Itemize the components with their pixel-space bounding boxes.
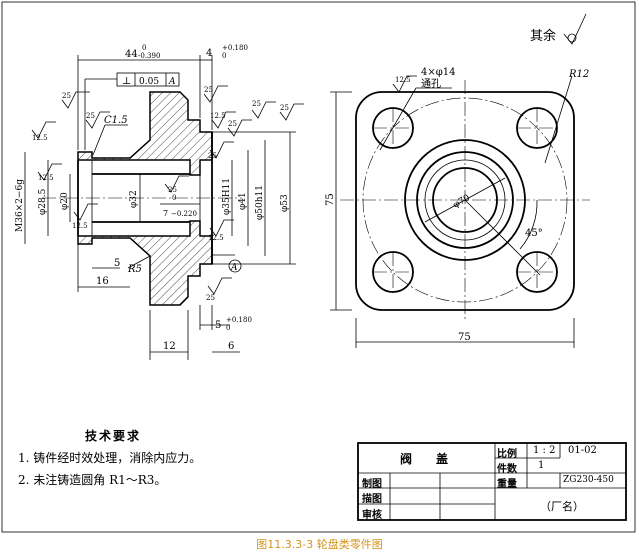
dim-7-tol-upper: 0 xyxy=(172,194,176,202)
rough-15: 12.5 xyxy=(395,76,411,84)
dim-12: 12 xyxy=(163,341,176,352)
drawing-number: 01-02 xyxy=(568,445,597,456)
dim-35h11: φ35H11 xyxy=(222,178,232,215)
roughness-note: 其余 xyxy=(530,13,587,45)
rough-7: 12.5 xyxy=(38,174,54,182)
rough-12: 12.5 xyxy=(208,234,224,242)
dim-chamfer: C1.5 xyxy=(104,115,128,126)
dim-32: φ32 xyxy=(129,190,139,208)
hub-bore xyxy=(432,167,498,233)
material: ZG230-450 xyxy=(563,475,614,485)
rough-4: 12.5 xyxy=(32,134,48,142)
dim-41: φ41 xyxy=(238,192,248,210)
qty-value: 1 xyxy=(538,460,545,471)
dim-70: φ70 xyxy=(452,193,473,211)
rough-11: 12.5 xyxy=(72,222,88,230)
rough-9: 25 xyxy=(280,104,289,112)
rough-1: 25 xyxy=(62,92,71,100)
figure-caption: 图11.3.3-3 轮盘类零件图 xyxy=(256,538,383,551)
note-item-2: 2. 未注铸造圆角 R1～R3。 xyxy=(18,473,167,487)
dim-44: 44 xyxy=(125,49,138,60)
dim-holes: 4×φ14 xyxy=(421,67,455,78)
drawn-label: 制图 xyxy=(362,479,382,490)
datum-a-marker xyxy=(228,259,242,273)
dim-height-75: 75 xyxy=(325,193,336,206)
dim-53: φ53 xyxy=(280,194,290,212)
section-view: 44 0 -0.390 4 +0.180 0 ⊥ 0.05 A C1.5 M36… xyxy=(15,44,304,360)
geo-tol-datum: A xyxy=(168,77,176,87)
dim-6: 6 xyxy=(228,341,234,352)
dim-holes-note: 通孔 xyxy=(421,78,441,90)
dim-20: φ20 xyxy=(60,192,70,210)
title-block xyxy=(357,442,627,521)
dim-44-tol-lower: -0.390 xyxy=(138,52,160,60)
rough-14: 25 xyxy=(206,294,215,302)
dim-4: 4 xyxy=(206,48,212,59)
hub-outer xyxy=(404,139,526,261)
roughness-marks: 25 25 25 12.5 25 12.5 12.5 25 25 25 12.5… xyxy=(31,85,304,302)
rough-5: 25 xyxy=(228,120,237,128)
rough-3: 25 xyxy=(204,86,213,94)
rough-6: 12.5 xyxy=(210,112,226,120)
geo-tol-symbol: ⊥ xyxy=(122,76,131,87)
hub-mid xyxy=(416,151,514,249)
dim-7-tol-lower: −0.220 xyxy=(171,210,197,218)
qty-label: 件数 xyxy=(497,464,517,475)
dim-5: 5 xyxy=(114,258,120,269)
dim-4-tol-lower: 0 xyxy=(222,52,226,60)
rough-8: 25 xyxy=(252,100,261,108)
scale-label: 比例 xyxy=(497,449,517,460)
dim-r5: R5 xyxy=(127,264,142,275)
sheet-border xyxy=(1,1,636,533)
rough-10: 25 xyxy=(208,152,217,160)
geo-tol-value: 0.05 xyxy=(139,77,159,87)
dim-5b-tol-upper: +0.180 xyxy=(226,316,252,324)
dim-45: 45° xyxy=(525,228,543,239)
geo-tolerance-frame xyxy=(116,72,180,87)
dim-50h11: φ50h11 xyxy=(255,185,265,220)
hub-inner-a xyxy=(424,159,506,241)
notes-heading: 技术要求 xyxy=(85,429,142,443)
dim-16: 16 xyxy=(96,276,109,287)
rough-2: 25 xyxy=(86,112,95,120)
weight-label: 重量 xyxy=(497,479,517,490)
datum-a: A xyxy=(230,263,238,273)
scale-value: 1 : 2 xyxy=(533,445,556,456)
upper-section-hatch xyxy=(77,91,213,176)
roughness-note-text: 其余 xyxy=(530,28,556,44)
dim-r12: R12 xyxy=(568,69,589,80)
check-label: 审核 xyxy=(362,510,382,521)
lower-section-hatch xyxy=(77,220,213,306)
front-view: 4×φ14 通孔 12.5 R12 φ70 45° 75 75 xyxy=(325,67,590,348)
dim-44-tol-upper: 0 xyxy=(142,44,146,52)
dim-5b: 5 xyxy=(215,320,221,331)
dim-28-5: φ28.5 xyxy=(38,188,48,215)
factory-name: （厂名） xyxy=(540,500,584,513)
dim-width-75: 75 xyxy=(458,332,471,343)
dim-4-tol: +0.180 xyxy=(222,44,248,52)
dim-5b-tol-lower: 0 xyxy=(226,324,230,332)
part-name: 阀 盖 xyxy=(400,452,449,466)
note-item-1: 1. 铸件经时效处理，消除内应力。 xyxy=(18,451,202,465)
dim-thread: M36×2−6g xyxy=(15,179,25,232)
trace-label: 描图 xyxy=(362,494,382,505)
dim-7: 7 xyxy=(163,209,168,218)
rough-13: 25 xyxy=(168,186,177,194)
